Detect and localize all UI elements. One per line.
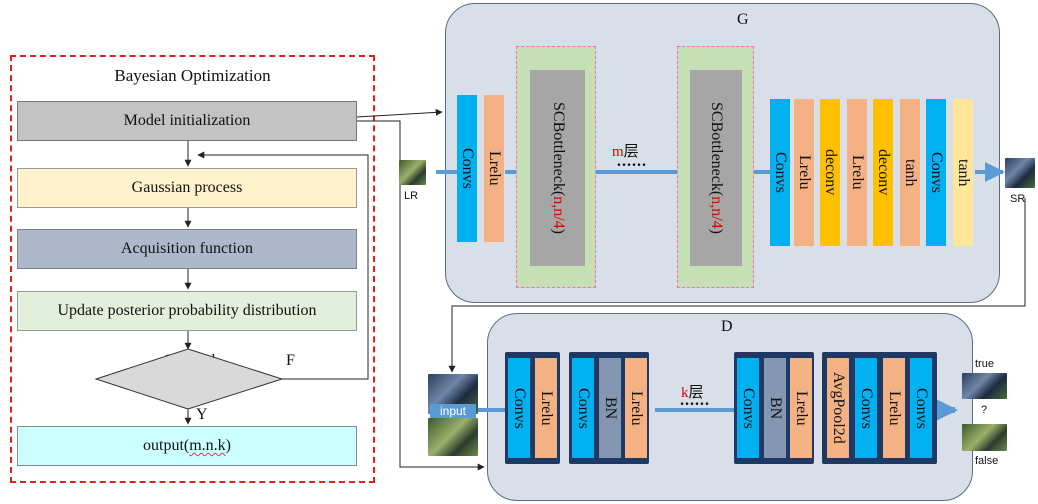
d-true-thumbnail — [962, 373, 1007, 399]
discriminator-label: D — [721, 318, 733, 335]
g-tail-convs-2: Convs — [926, 99, 946, 246]
d-avgpool: AvgPool2d — [827, 358, 849, 458]
gaussian-process-label: Gaussian process — [131, 179, 243, 196]
sc-bottleneck-2: SCBottleneck(n,n/4) — [690, 70, 742, 266]
d-repeat-label: k层 — [681, 385, 704, 401]
sc-bottleneck-1: SCBottleneck(n,n/4) — [530, 70, 585, 266]
d-false-label: false — [975, 455, 999, 467]
d-lrelu-4: Lrelu — [883, 358, 905, 458]
g-tail-deconv-1: deconv — [820, 99, 840, 246]
d-lrelu-3: Lrelu — [790, 358, 812, 458]
g-tail-deconv-2: deconv — [873, 99, 893, 246]
d-convs-3: Convs — [737, 358, 759, 458]
gaussian-process-box: Gaussian process — [17, 168, 357, 208]
d-convs-2: Convs — [572, 358, 594, 458]
acquisition-function-label: Acquisition function — [121, 240, 253, 257]
g-tail-tanh-2: tanh — [953, 99, 973, 246]
d-input-label: input — [430, 404, 476, 418]
lr-image-thumbnail — [399, 160, 426, 185]
d-input-image-hr — [428, 418, 478, 456]
d-convs-1: Convs — [508, 358, 530, 458]
output-label: output(m.n.k) — [143, 437, 231, 454]
g-convs-layer: Convs — [457, 95, 477, 242]
d-bn-2: BN — [764, 358, 786, 458]
sr-label: SR — [1010, 193, 1026, 205]
acquisition-function-box: Acquisition function — [17, 229, 357, 269]
g-tail-lrelu-2: Lrelu — [847, 99, 867, 246]
output-params: m.n.k — [189, 437, 226, 454]
model-initialization-box: Model initialization — [17, 101, 357, 141]
d-convs-5: Convs — [910, 358, 932, 458]
output-box: output(m.n.k) — [17, 426, 357, 466]
sr-image-thumbnail — [1005, 158, 1035, 188]
d-lrelu-2: Lrelu — [625, 358, 647, 458]
d-repeat-dots: ...... — [680, 392, 710, 409]
bayesian-optimization-frame — [10, 55, 375, 483]
update-posterior-box: Update posterior probability distributio… — [17, 291, 357, 331]
g-repeat-dots: ...... — [617, 153, 647, 170]
lr-label: LR — [404, 190, 419, 202]
update-posterior-label: Update posterior probability distributio… — [57, 302, 317, 319]
d-convs-4: Convs — [855, 358, 877, 458]
false-branch-label: F — [286, 352, 295, 369]
g-tail-convs-1: Convs — [770, 99, 790, 246]
bayesian-optimization-title: Bayesian Optimization — [114, 66, 271, 85]
d-false-thumbnail — [962, 424, 1007, 451]
d-bn-1: BN — [599, 358, 621, 458]
model-initialization-label: Model initialization — [123, 112, 251, 129]
d-lrelu-1: Lrelu — [535, 358, 557, 458]
d-true-label: true — [975, 358, 994, 370]
g-tail-tanh-1: tanh — [900, 99, 920, 246]
g-repeat-label: m层 — [612, 144, 639, 160]
g-tail-lrelu-1: Lrelu — [794, 99, 814, 246]
g-lrelu-layer: Lrelu — [484, 95, 504, 242]
d-question-mark: ? — [981, 404, 988, 416]
generator-label: G — [737, 11, 749, 28]
yes-branch-label: Y — [196, 406, 208, 423]
